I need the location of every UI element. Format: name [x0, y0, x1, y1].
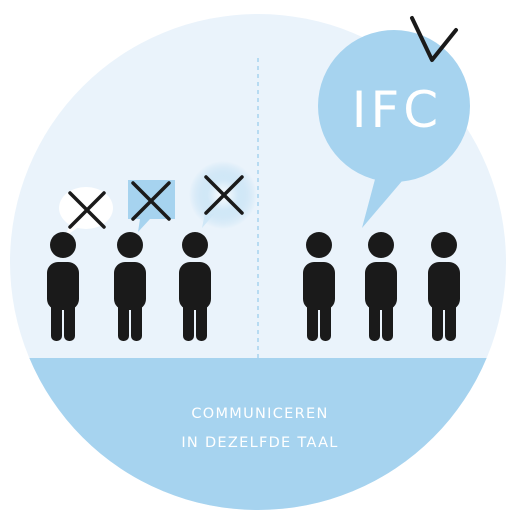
- cross-mark-icon: [204, 175, 244, 215]
- speech-bubble-wrong-2: [128, 180, 175, 232]
- cross-mark-icon: [68, 191, 106, 229]
- caption-line-2: IN DEZELFDE TAAL: [181, 435, 338, 451]
- speech-bubble-wrong-1: [59, 187, 113, 236]
- cross-mark-icon: [131, 181, 171, 221]
- ifc-label: IFC: [352, 81, 442, 139]
- caption-line-1: COMMUNICEREN: [191, 406, 328, 422]
- speech-bubble-wrong-3: [189, 161, 257, 229]
- check-mark-icon: [410, 16, 458, 62]
- ifc-speech-bubble: IFC: [318, 30, 470, 228]
